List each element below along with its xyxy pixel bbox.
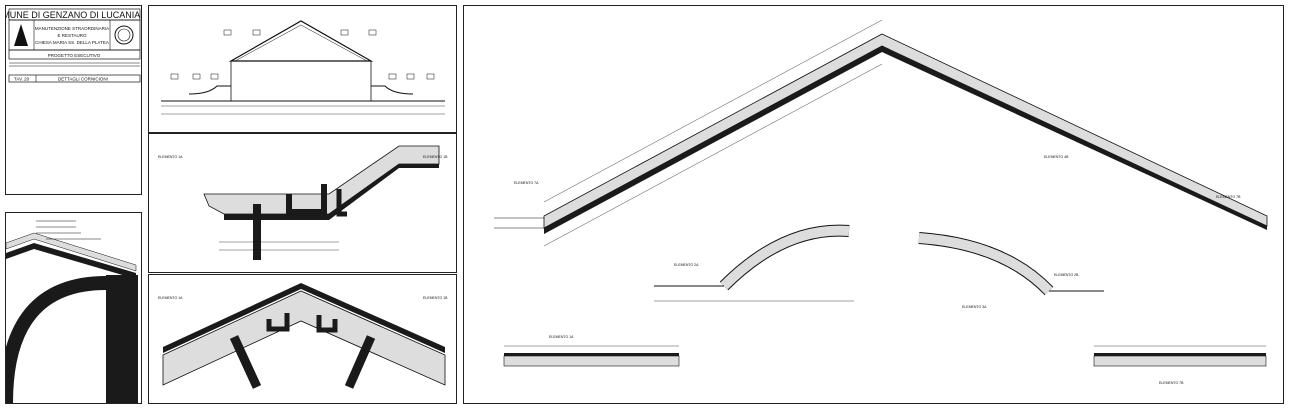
element-label-2a: ELEMENTO 2A <box>674 263 699 267</box>
title-block-drawing: COMUNE DI GENZANO DI LUCANIA - PZ MANUTE… <box>6 8 142 83</box>
element-label-3a: ELEMENTO 3A <box>962 305 987 309</box>
cornice-section-drawing: ELEMENTO 1A ELEMENTO 1B <box>158 145 448 260</box>
element-label-2b: ELEMENTO 2B <box>1054 273 1079 277</box>
project-line-1: MANUTENZIONE STRAORDINARIA <box>35 26 109 31</box>
project-phase: PROGETTO ESECUTIVO <box>48 53 101 58</box>
element-label-1a: ELEMENTO 1A <box>549 335 574 339</box>
project-line-2: E RESTAURO <box>58 33 87 38</box>
table-label: TAV. 20 <box>14 77 30 82</box>
cornice-plan-drawing: ELEMENTO 1A ELEMENTO 1B <box>158 283 448 389</box>
facade-elevation-panel <box>148 5 457 133</box>
table-title: DETTAGLI CORNICIONI <box>58 77 108 82</box>
element-label-7b-bottom: ELEMENTO 7B <box>1159 381 1184 385</box>
roof-section-detail-drawing <box>6 220 138 403</box>
element-label-1b-plan: ELEMENTO 1B <box>423 296 448 300</box>
element-label-7b: ELEMENTO 7B <box>1216 195 1241 199</box>
element-label-1b-top: ELEMENTO 1B <box>423 155 448 159</box>
logo-emblem-icon <box>14 24 28 46</box>
element-label-1a-plan: ELEMENTO 1A <box>158 296 183 300</box>
element-label-4b: ELEMENTO 4B <box>1044 155 1069 159</box>
element-label-1a-top: ELEMENTO 1A <box>158 155 183 159</box>
cornice-plan-panel: ELEMENTO 1A ELEMENTO 1B <box>148 274 457 404</box>
elements-sheet-panel: ELEMENTO 7A ELEMENTO 4B ELEMENTO 7B ELEM… <box>463 5 1284 404</box>
elements-sheet-drawing: ELEMENTO 7A ELEMENTO 4B ELEMENTO 7B ELEM… <box>494 19 1268 385</box>
element-label-7a: ELEMENTO 7A <box>514 181 539 185</box>
seal-icon <box>117 28 131 42</box>
municipality-title: COMUNE DI GENZANO DI LUCANIA - PZ <box>6 10 142 20</box>
roof-section-detail-panel <box>5 212 142 404</box>
facade-elevation-drawing <box>161 20 445 115</box>
title-block: COMUNE DI GENZANO DI LUCANIA - PZ MANUTE… <box>5 5 142 195</box>
cornice-section-panel: ELEMENTO 1A ELEMENTO 1B <box>148 133 457 273</box>
project-line-3: CHIESA MARIA SS. DELLA PLATEA <box>35 40 109 45</box>
